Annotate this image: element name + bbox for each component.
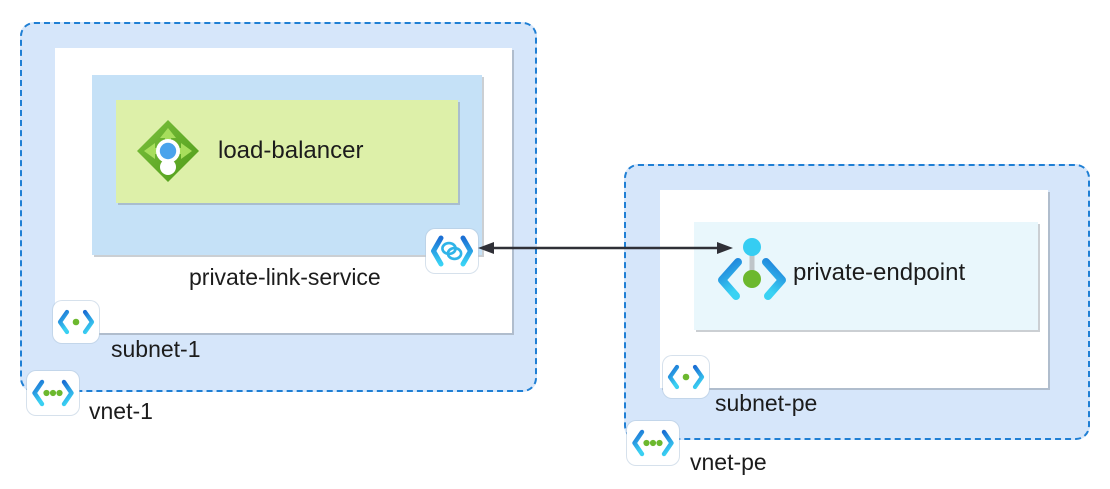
vnet-pe-icon[interactable] xyxy=(627,421,679,465)
load-balancer-label: load-balancer xyxy=(218,137,364,164)
subnet-pe-label: subnet-pe xyxy=(715,390,818,416)
private-link-service-label: private-link-service xyxy=(189,264,381,290)
vnet-1-label: vnet-1 xyxy=(89,398,153,424)
vnet-1-icon[interactable] xyxy=(27,371,79,415)
subnet-1-icon[interactable] xyxy=(53,301,99,343)
private-endpoint-icon xyxy=(718,238,786,300)
subnet-pe-icon[interactable] xyxy=(663,356,709,398)
load-balancer-icon xyxy=(137,120,199,182)
private-link-service-icon[interactable] xyxy=(426,229,478,273)
vnet-pe-label: vnet-pe xyxy=(690,449,767,475)
subnet-1-label: subnet-1 xyxy=(111,336,201,362)
private-endpoint-label: private-endpoint xyxy=(793,259,966,286)
